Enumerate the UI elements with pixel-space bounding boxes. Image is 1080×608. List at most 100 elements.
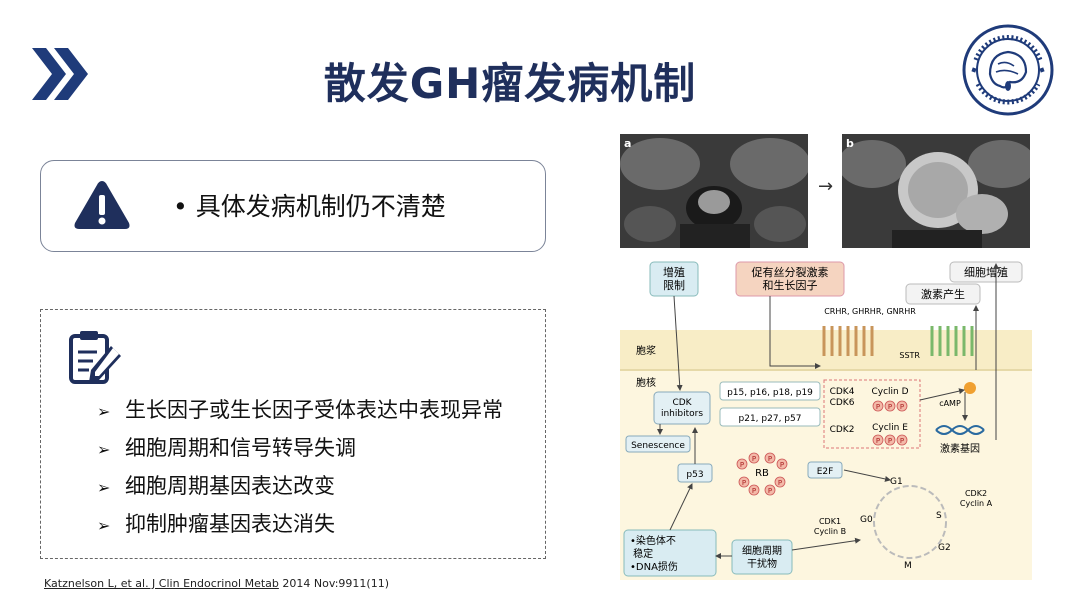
phosphate-icon xyxy=(776,458,788,470)
phosphate-label: P xyxy=(780,461,784,469)
summary-text: • 具体发病机制仍不清楚 xyxy=(173,192,446,221)
cdk-cyclin-frame xyxy=(823,379,921,449)
phosphate-icon xyxy=(872,400,884,412)
nucleus-label: 胞核 xyxy=(636,376,656,389)
detail-box: ➢生长因子或生长因子受体表达中表现异常 ➢细胞周期和信号转导失调 ➢细胞周期基因… xyxy=(40,309,546,559)
g1-label: G1 xyxy=(890,477,903,487)
phosphate-label: P xyxy=(876,403,880,411)
phosphate-label: P xyxy=(752,487,756,495)
clipboard-pencil-icon xyxy=(69,331,121,384)
gpcr-receptor-icon xyxy=(822,326,874,356)
mitogen-label: 促有丝分裂激素和生长因子 xyxy=(752,265,829,292)
g0-label: G0 xyxy=(860,515,873,525)
phosphate-icon xyxy=(764,452,776,464)
signaling-diagram: 增殖限制 促有丝分裂激素和生长因子 细胞增殖 激素产生 CRHR, GHRHR,… xyxy=(620,261,1032,580)
m-label: M xyxy=(904,561,912,571)
list-item: ➢细胞周期和信号转导失调 xyxy=(97,436,356,460)
society-seal-logo xyxy=(962,24,1054,116)
receptors-label: CRHR, GHRHR, GNRHR xyxy=(824,307,916,316)
mri-image-b xyxy=(842,134,1030,248)
list-item: ➢抑制肿瘤基因表达消失 xyxy=(97,512,335,536)
g2-label: G2 xyxy=(938,543,951,553)
phosphate-icon xyxy=(884,400,896,412)
p21-box xyxy=(719,407,821,427)
phosphate-label: P xyxy=(752,455,756,463)
list-item: ➢细胞周期基因表达改变 xyxy=(97,474,335,498)
phosphate-label: P xyxy=(740,461,744,469)
hormone-gene-label: 激素基因 xyxy=(940,442,980,455)
list-item: ➢生长因子或生长因子受体表达中表现异常 xyxy=(97,398,503,422)
cell-cycle-wheel xyxy=(873,485,947,559)
detail-list: ➢生长因子或生长因子受体表达中表现异常 ➢细胞周期和信号转导失调 ➢细胞周期基因… xyxy=(97,392,503,544)
phosphate-label: P xyxy=(778,479,782,487)
phosphate-icon xyxy=(748,484,760,496)
dna-helix-icon xyxy=(935,425,985,435)
cell-cycle-disruptor-box xyxy=(731,539,793,575)
p53-label: p53 xyxy=(686,470,703,480)
cdk-inhibitors-box xyxy=(653,391,711,425)
phosphate-label: P xyxy=(768,487,772,495)
phosphate-label: P xyxy=(768,455,772,463)
phosphate-label: P xyxy=(888,403,892,411)
phosphate-icon xyxy=(738,476,750,488)
p21-label: p21, p27, p57 xyxy=(739,414,802,424)
phosphate-label: P xyxy=(900,437,904,445)
hormone-production-box xyxy=(905,283,981,305)
p15-label: p15, p16, p18, p19 xyxy=(727,388,813,398)
phosphate-label: P xyxy=(876,437,880,445)
cell-cycle-disruptor-label: 细胞周期干扰物 xyxy=(742,544,782,570)
cdk2-label: CDK2 xyxy=(830,425,855,435)
mri-image-a xyxy=(620,134,808,248)
cyclin-d-label: Cyclin D xyxy=(871,387,908,397)
panel-label-a: a xyxy=(624,137,632,150)
hormone-production-label: 激素产生 xyxy=(921,287,965,301)
s-label: S xyxy=(936,511,942,521)
double-chevron-icon xyxy=(32,48,88,100)
senescence-label: Senescence xyxy=(631,441,685,451)
phosphate-icon xyxy=(736,458,748,470)
page-title: 散发GH瘤发病机制 xyxy=(323,59,697,108)
phosphate-label: P xyxy=(742,479,746,487)
citation-link[interactable]: Katznelson L, et al. J Clin Endocrinol M… xyxy=(44,577,279,590)
pathway-arrows xyxy=(657,263,999,559)
phosphate-icon xyxy=(896,434,908,446)
proliferation-limit-label: 增殖限制 xyxy=(663,265,685,292)
mitogen-box xyxy=(735,261,845,297)
p15-box xyxy=(719,381,821,401)
panel-label-b: b xyxy=(846,137,854,150)
phosphate-icon xyxy=(764,484,776,496)
summary-box: • 具体发病机制仍不清楚 xyxy=(40,160,546,252)
warning-icon xyxy=(74,181,130,229)
cell-proliferation-box xyxy=(949,261,1023,283)
arrow-icon: → xyxy=(818,176,834,197)
phosphate-icon xyxy=(774,476,786,488)
cyclin-e-label: Cyclin E xyxy=(872,423,908,433)
phosphate-icon xyxy=(748,452,760,464)
phosphate-icon xyxy=(896,400,908,412)
cell-proliferation-label: 细胞增殖 xyxy=(964,265,1008,279)
chromosome-instability-label: •染色体不 稳定•DNA损伤 xyxy=(630,534,678,573)
e2f-box xyxy=(807,461,843,479)
sstr-receptor-icon xyxy=(930,326,974,356)
rb-label: RB xyxy=(755,468,769,479)
sstr-label: SSTR xyxy=(899,351,920,360)
pathogenesis-figure: a → b 增殖限制 促有丝分裂激素和生长因子 细胞增殖 激素产生 CRHR, xyxy=(620,128,1032,580)
camp-icon xyxy=(964,382,976,394)
mri-panel-b: b xyxy=(842,134,1030,248)
phosphate-label: P xyxy=(888,437,892,445)
senescence-box xyxy=(625,435,691,453)
phosphate-icon xyxy=(884,434,896,446)
mri-panel-a: a xyxy=(620,134,808,248)
citation: Katznelson L, et al. J Clin Endocrinol M… xyxy=(44,577,389,590)
phosphate-icon xyxy=(872,434,884,446)
cytoplasm-label: 胞浆 xyxy=(636,344,656,357)
phosphate-label: P xyxy=(900,403,904,411)
citation-details: 2014 Nov:9911(11) xyxy=(278,577,390,590)
e2f-label: E2F xyxy=(817,467,834,477)
camp-label: cAMP xyxy=(939,399,961,408)
